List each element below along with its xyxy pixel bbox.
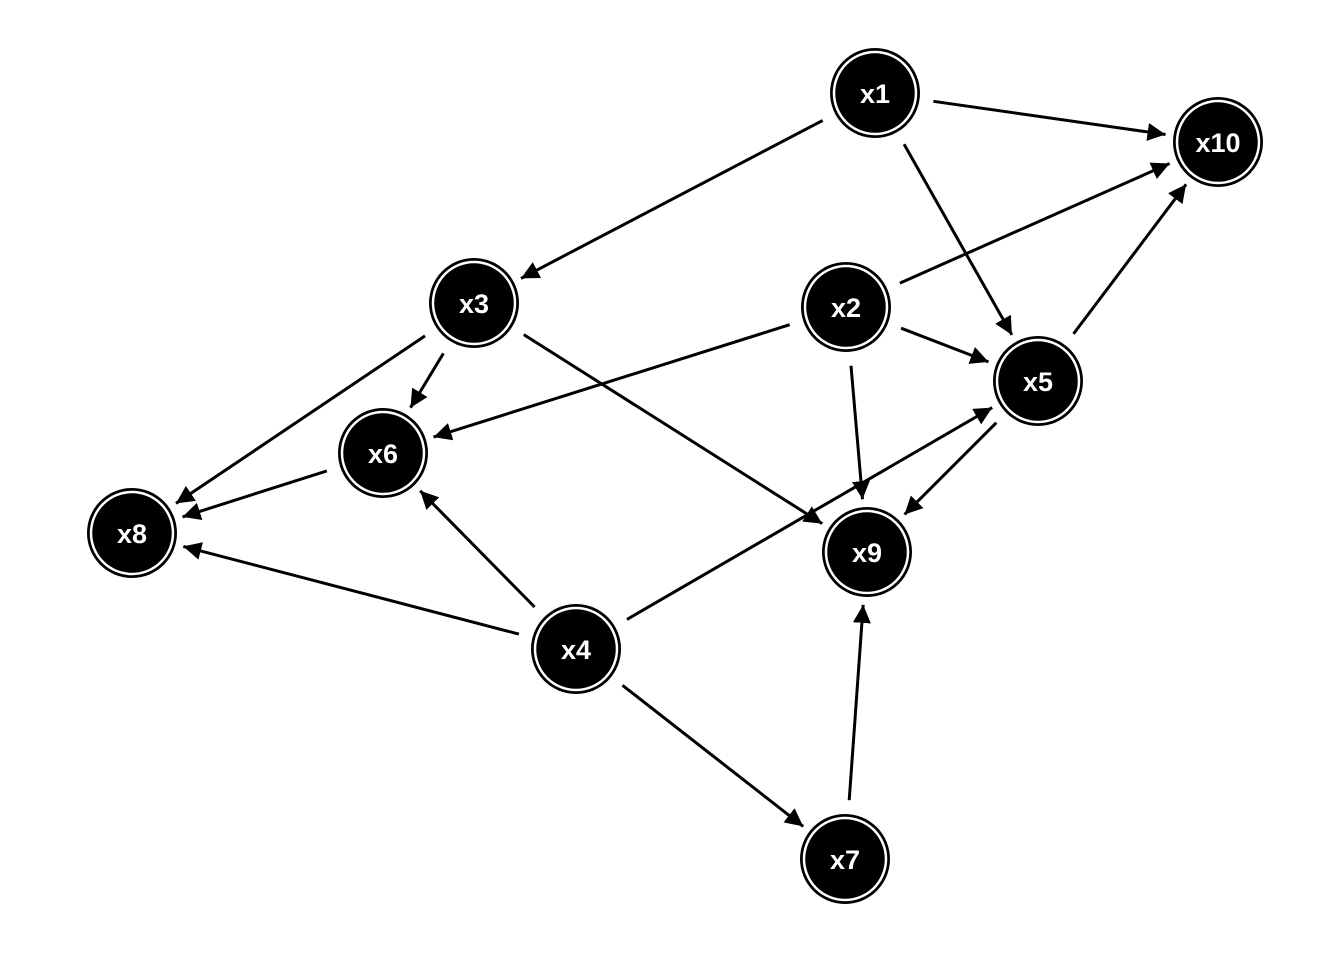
node-ring bbox=[340, 410, 426, 496]
node-label: x3 bbox=[459, 289, 489, 319]
edge-x4-to-x6 bbox=[419, 489, 536, 609]
node-ring bbox=[533, 606, 619, 692]
node-x7: x7 bbox=[800, 814, 890, 904]
node-x1: x1 bbox=[830, 48, 920, 138]
node-ring bbox=[995, 338, 1081, 424]
edge-x6-to-x8 bbox=[182, 469, 328, 521]
edge-x2-to-x6 bbox=[433, 323, 791, 441]
node-label: x2 bbox=[831, 293, 861, 323]
edge-x5-to-x9 bbox=[903, 421, 998, 516]
node-ring bbox=[1175, 99, 1261, 185]
node-circle bbox=[531, 604, 621, 694]
node-ring bbox=[832, 50, 918, 136]
node-x5: x5 bbox=[993, 336, 1083, 426]
node-ring bbox=[802, 816, 888, 902]
edge-x4-to-x8 bbox=[182, 542, 520, 636]
node-circle bbox=[993, 336, 1083, 426]
node-ring bbox=[89, 490, 175, 576]
node-x9: x9 bbox=[822, 507, 912, 597]
edge-x4-to-x5 bbox=[626, 406, 993, 621]
edge-x2-to-x9 bbox=[849, 365, 870, 500]
node-circle bbox=[1173, 97, 1263, 187]
node-x3: x3 bbox=[429, 258, 519, 348]
edge-x3-to-x9 bbox=[522, 333, 824, 525]
node-ring bbox=[803, 264, 889, 350]
node-circle bbox=[87, 488, 177, 578]
edge-x2-to-x10 bbox=[899, 162, 1171, 285]
edge-x2-to-x5 bbox=[900, 326, 990, 364]
node-x6: x6 bbox=[338, 408, 428, 498]
edges-layer bbox=[175, 99, 1188, 828]
node-x10: x10 bbox=[1173, 97, 1263, 187]
node-label: x8 bbox=[117, 519, 147, 549]
node-circle bbox=[822, 507, 912, 597]
nodes-layer: x1 x2 x3 x4 x5 x6 x7 x8 x9 x10 bbox=[87, 48, 1263, 904]
edge-x3-to-x6 bbox=[409, 352, 445, 409]
node-label: x4 bbox=[561, 635, 591, 665]
node-label: x7 bbox=[830, 845, 860, 875]
node-circle bbox=[800, 814, 890, 904]
edge-x1-to-x10 bbox=[933, 99, 1166, 141]
node-ring bbox=[824, 509, 910, 595]
node-x4: x4 bbox=[531, 604, 621, 694]
edge-x3-to-x8 bbox=[175, 334, 426, 505]
node-ring bbox=[431, 260, 517, 346]
node-x8: x8 bbox=[87, 488, 177, 578]
edge-x1-to-x3 bbox=[520, 119, 824, 280]
edge-x5-to-x10 bbox=[1072, 183, 1188, 335]
node-circle bbox=[801, 262, 891, 352]
node-circle bbox=[830, 48, 920, 138]
edge-x1-to-x5 bbox=[902, 143, 1014, 336]
node-x2: x2 bbox=[801, 262, 891, 352]
node-circle bbox=[338, 408, 428, 498]
edge-x4-to-x7 bbox=[621, 684, 805, 828]
node-label: x1 bbox=[860, 79, 890, 109]
node-label: x6 bbox=[368, 439, 398, 469]
node-circle bbox=[429, 258, 519, 348]
edge-x7-to-x9 bbox=[847, 604, 871, 801]
node-label: x9 bbox=[852, 538, 882, 568]
node-label: x10 bbox=[1195, 128, 1240, 158]
node-label: x5 bbox=[1023, 367, 1053, 397]
